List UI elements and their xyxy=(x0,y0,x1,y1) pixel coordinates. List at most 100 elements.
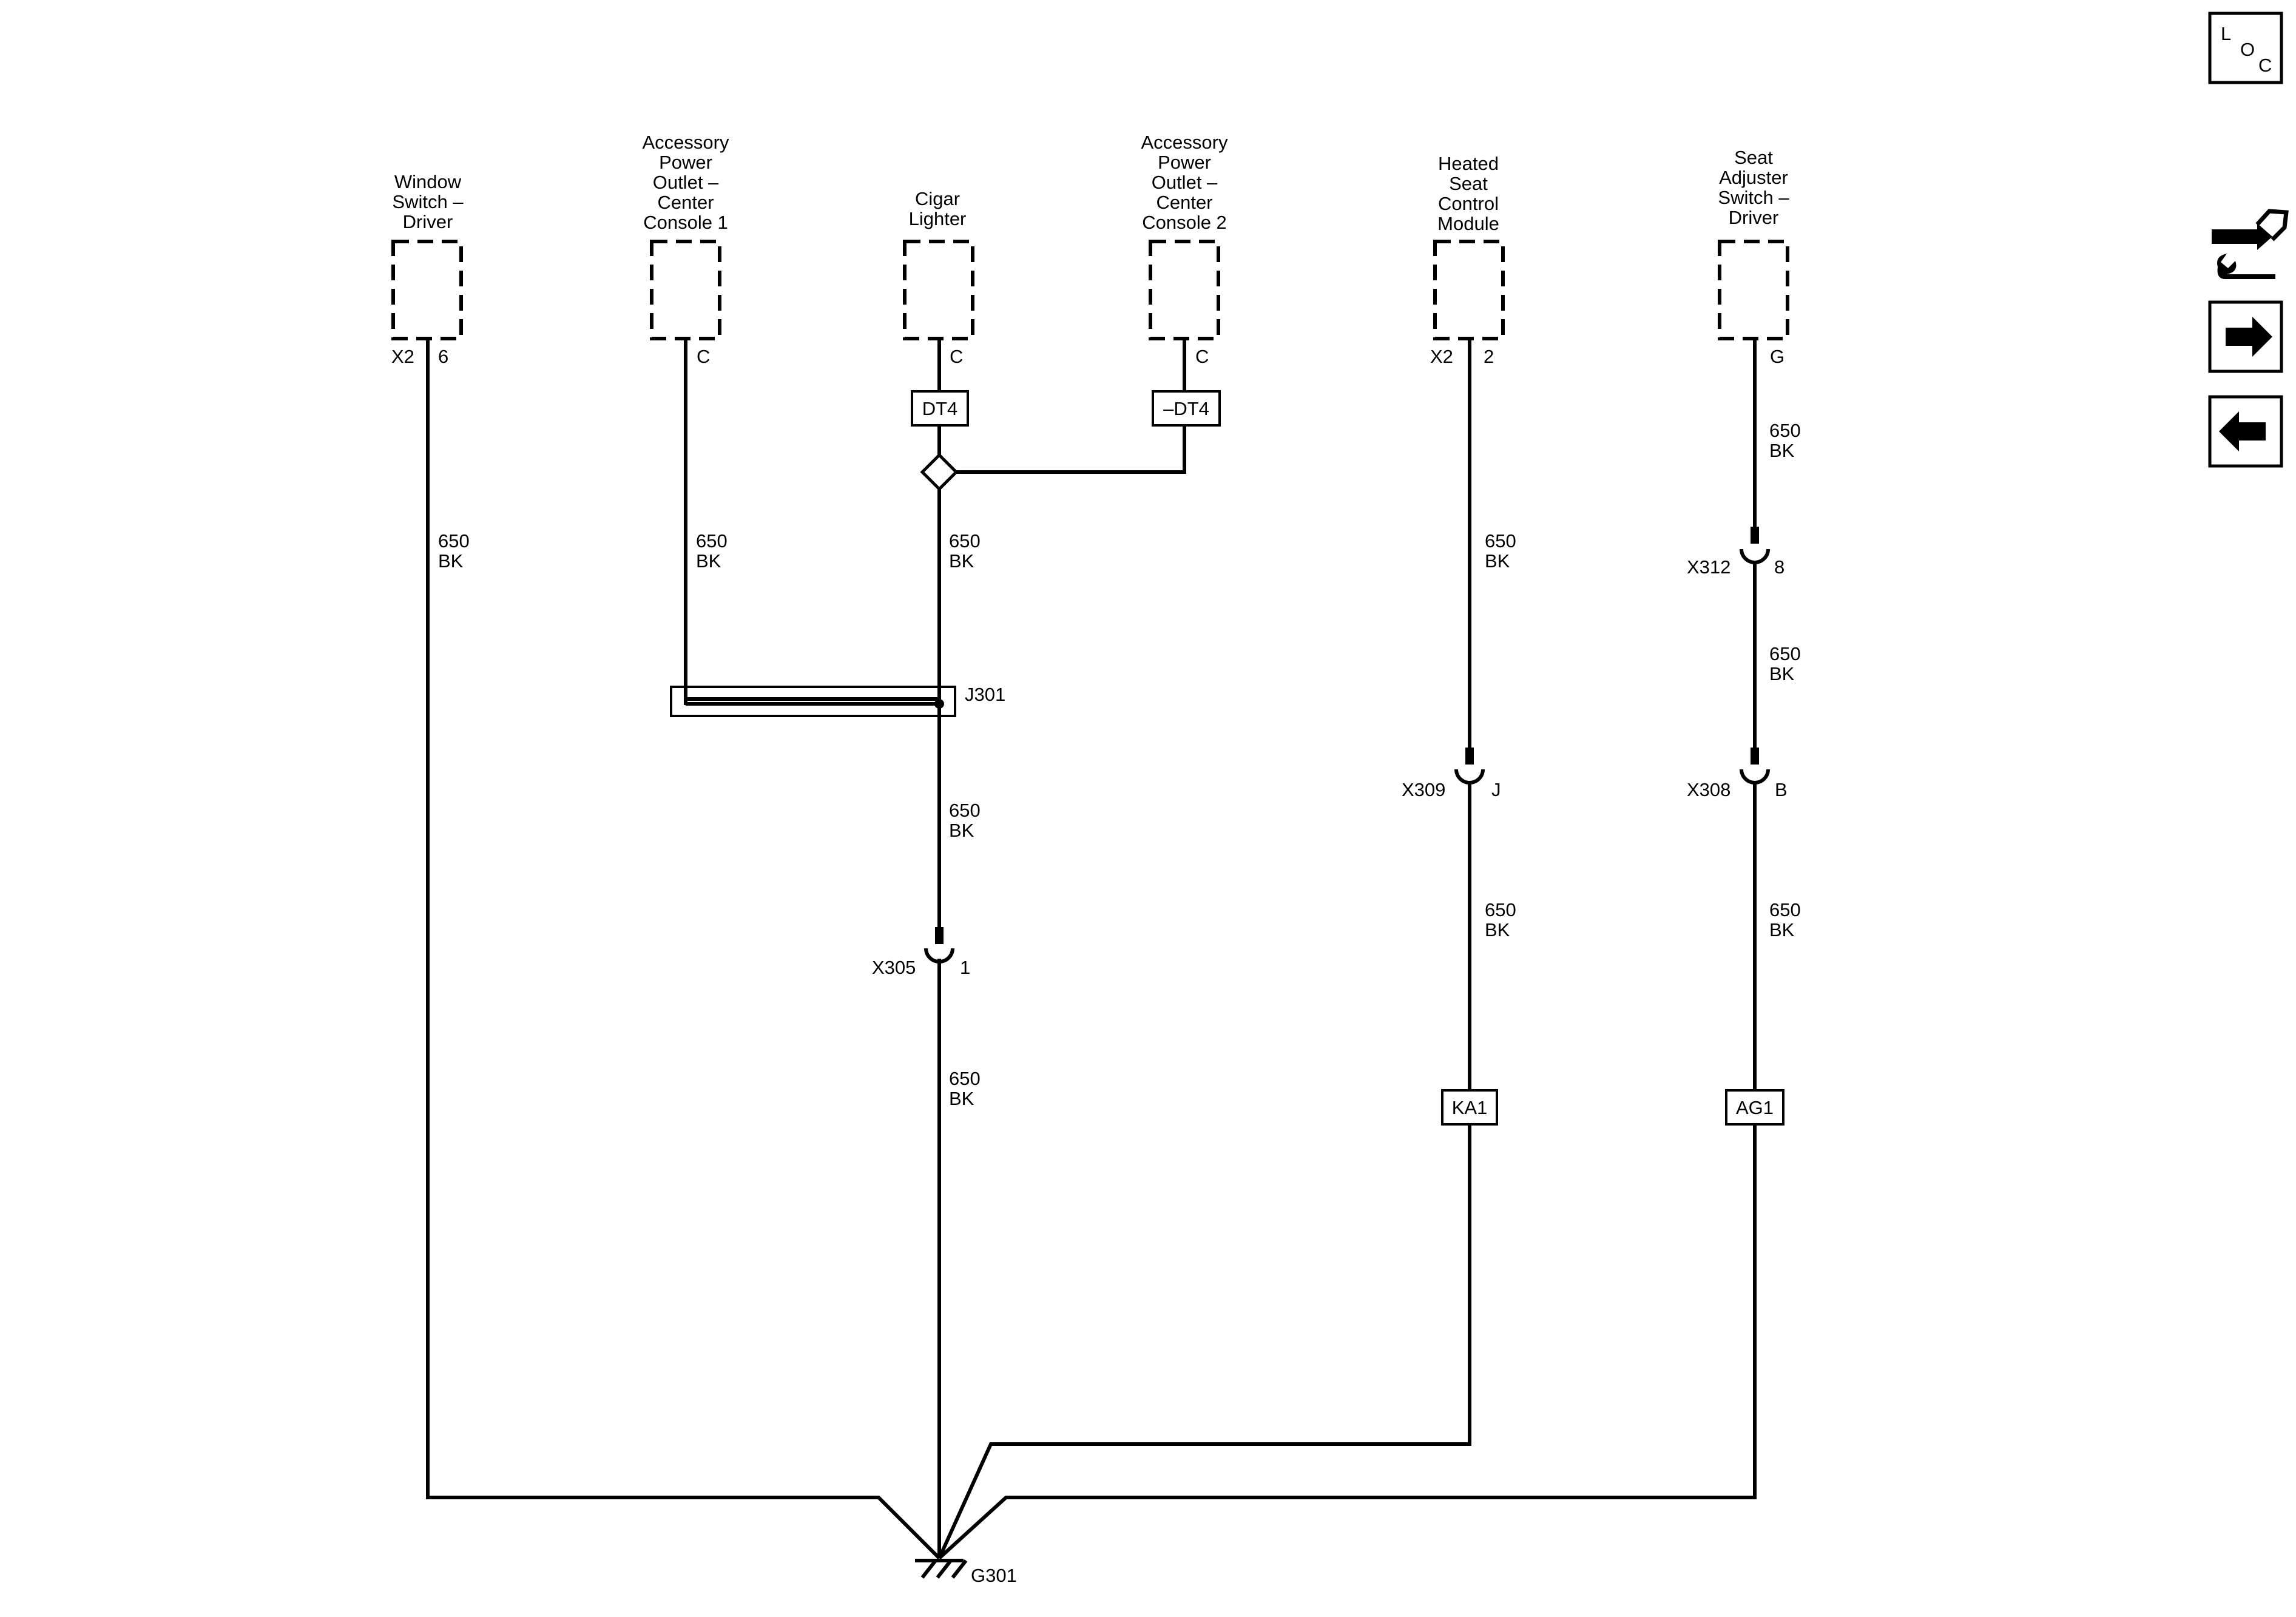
svg-text:Lighter: Lighter xyxy=(909,208,967,229)
svg-text:BK: BK xyxy=(1769,663,1795,684)
ground-label: G301 xyxy=(971,1565,1017,1586)
wire-label-heated-seat-upper: 650 BK xyxy=(1485,530,1516,572)
svg-text:X312: X312 xyxy=(1687,556,1730,578)
component-cigar-lighter-label: Cigar Lighter xyxy=(909,188,967,229)
wire-label-seat-adj-upper: 650 BK xyxy=(1769,420,1801,461)
component-box-seat-adjuster xyxy=(1718,240,1789,340)
component-box-cigar-lighter xyxy=(903,240,974,340)
svg-text:L: L xyxy=(2221,23,2231,44)
wire-label-window-switch: 650 BK xyxy=(438,530,470,572)
splice-pack-j301: J301 xyxy=(670,684,1005,717)
wire-label-cigar-lower: 650 BK xyxy=(949,1068,981,1109)
svg-text:KA1: KA1 xyxy=(1452,1097,1488,1118)
svg-text:X305: X305 xyxy=(872,957,916,978)
svg-text:650: 650 xyxy=(1485,899,1516,920)
svg-text:650: 650 xyxy=(949,530,981,552)
component-box-heated-seat xyxy=(1433,240,1505,340)
wire-label-cigar-upper: 650 BK xyxy=(949,530,981,572)
svg-text:X308: X308 xyxy=(1687,779,1730,800)
svg-text:Accessory: Accessory xyxy=(1141,132,1228,153)
svg-text:BK: BK xyxy=(949,550,974,572)
svg-text:Cigar: Cigar xyxy=(915,188,960,209)
svg-text:Seat: Seat xyxy=(1734,147,1773,168)
svg-text:Power: Power xyxy=(1158,152,1211,173)
splice-label: J301 xyxy=(965,684,1005,705)
pin-number-apo1: C xyxy=(697,346,710,367)
pin-connector-window-switch: X2 xyxy=(391,346,414,367)
svg-text:Switch –: Switch – xyxy=(1718,187,1789,208)
svg-text:BK: BK xyxy=(1769,440,1795,461)
pin-connector-heated-seat: X2 xyxy=(1430,346,1453,367)
component-seat-adjuster-label: Seat Adjuster Switch – Driver xyxy=(1718,147,1789,228)
component-apo1-label: Accessory Power Outlet – Center Console … xyxy=(643,132,729,233)
wires xyxy=(426,339,1757,1560)
svg-text:650: 650 xyxy=(949,1068,981,1089)
wire-label-heated-seat-lower: 650 BK xyxy=(1485,899,1516,940)
wire-apo1 xyxy=(684,339,939,701)
svg-text:Module: Module xyxy=(1437,213,1499,234)
svg-text:BK: BK xyxy=(949,1088,974,1109)
wire-label-seat-adj-lower: 650 BK xyxy=(1769,899,1801,940)
pin-number-cigar-lighter: C xyxy=(950,346,963,367)
svg-text:Driver: Driver xyxy=(403,211,453,232)
svg-text:BK: BK xyxy=(696,550,721,572)
component-heated-seat-label: Heated Seat Control Module xyxy=(1437,153,1499,234)
connector-x309: X309 J xyxy=(1402,748,1501,800)
svg-text:BK: BK xyxy=(1769,919,1795,940)
svg-text:C: C xyxy=(2258,55,2272,76)
connector-x305: X305 1 xyxy=(872,927,970,978)
svg-text:B: B xyxy=(1775,779,1788,800)
junction-diamond xyxy=(920,453,959,491)
component-box-window-switch xyxy=(391,240,463,340)
svg-text:BK: BK xyxy=(438,550,464,572)
option-box-dt4: DT4 xyxy=(911,390,969,427)
svg-text:650: 650 xyxy=(438,530,470,552)
svg-text:Center: Center xyxy=(657,192,714,213)
connector-wrench-icon[interactable] xyxy=(2212,209,2289,279)
pin-number-window-switch: 6 xyxy=(438,346,448,367)
component-window-switch-label: Window Switch – Driver xyxy=(392,171,464,232)
svg-text:Console 1: Console 1 xyxy=(643,212,728,233)
svg-text:Control: Control xyxy=(1438,193,1499,214)
svg-text:8: 8 xyxy=(1774,556,1784,578)
wire-ag1-to-ground xyxy=(937,1126,1757,1560)
pin-number-apo2: C xyxy=(1195,346,1209,367)
wire-label-seat-adj-mid: 650 BK xyxy=(1769,643,1801,684)
svg-text:Power: Power xyxy=(659,152,712,173)
wire-notdt4-to-diamond xyxy=(956,427,1186,474)
svg-text:650: 650 xyxy=(1769,899,1801,920)
wire-label-apo1: 650 BK xyxy=(696,530,728,572)
svg-text:Adjuster: Adjuster xyxy=(1719,167,1788,188)
svg-text:Heated: Heated xyxy=(1438,153,1499,174)
option-box-ka1: KA1 xyxy=(1441,1089,1498,1126)
svg-text:1: 1 xyxy=(960,957,970,978)
svg-text:Center: Center xyxy=(1156,192,1212,213)
svg-text:O: O xyxy=(2240,39,2255,60)
arrow-left-icon[interactable] xyxy=(2208,395,2283,468)
svg-text:Window: Window xyxy=(394,171,462,192)
svg-text:650: 650 xyxy=(1769,420,1801,441)
arrow-right-icon[interactable] xyxy=(2208,300,2283,373)
component-apo2-label: Accessory Power Outlet – Center Console … xyxy=(1141,132,1228,233)
svg-text:650: 650 xyxy=(1769,643,1801,664)
svg-text:DT4: DT4 xyxy=(922,398,958,419)
svg-text:Console 2: Console 2 xyxy=(1142,212,1227,233)
pin-number-seat-adjuster: G xyxy=(1770,346,1784,367)
svg-text:J: J xyxy=(1491,779,1501,800)
svg-text:Seat: Seat xyxy=(1449,173,1488,194)
svg-text:BK: BK xyxy=(949,820,974,841)
wire-ka1-to-ground xyxy=(937,1126,1471,1559)
component-box-apo2 xyxy=(1149,240,1220,340)
svg-text:Switch –: Switch – xyxy=(392,191,464,212)
wire-window-switch xyxy=(426,339,941,1560)
pin-number-heated-seat: 2 xyxy=(1484,346,1494,367)
svg-text:BK: BK xyxy=(1485,919,1510,940)
loc-icon[interactable]: L O C xyxy=(2208,12,2283,84)
svg-text:Driver: Driver xyxy=(1729,207,1779,228)
option-box-not-dt4: –DT4 xyxy=(1152,390,1221,427)
connector-x312: X312 8 xyxy=(1687,527,1784,578)
svg-text:AG1: AG1 xyxy=(1736,1097,1774,1118)
component-box-apo1 xyxy=(650,240,721,340)
svg-text:650: 650 xyxy=(1485,530,1516,552)
